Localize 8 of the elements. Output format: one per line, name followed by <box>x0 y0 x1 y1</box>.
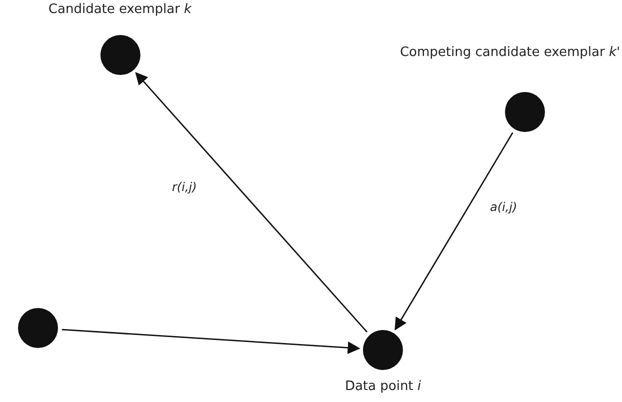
node-label: Data point i <box>344 378 422 396</box>
arrow <box>394 132 514 330</box>
arrow <box>135 72 368 333</box>
edge-label: a(i,j) <box>490 200 518 214</box>
node-label: Competing candidate exemplar k' <box>400 44 620 62</box>
node-label: Candidate exemplar k <box>48 1 192 19</box>
arrow <box>62 328 360 354</box>
edge-label: r(i,j) <box>172 180 197 194</box>
